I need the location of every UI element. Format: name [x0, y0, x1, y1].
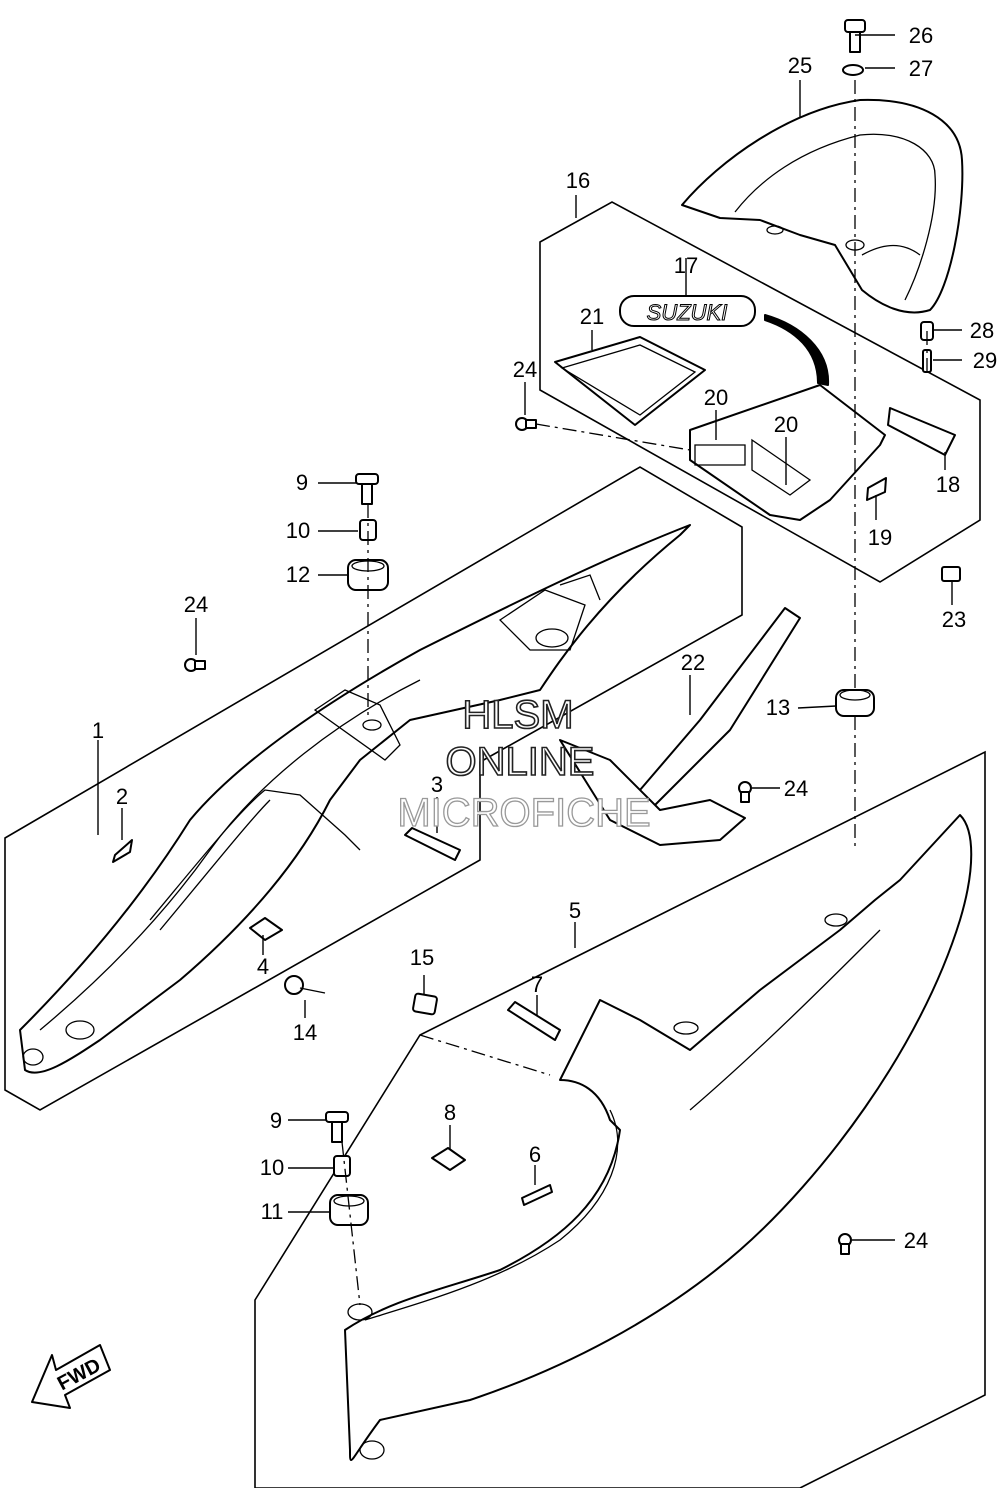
frame-cover-right[interactable]: [344, 814, 973, 1461]
assembly-line: [535, 423, 691, 451]
frame-rail: [149, 789, 361, 921]
bolt-26[interactable]: [844, 19, 866, 53]
callout-19: 19: [868, 525, 892, 550]
clip-nut-15[interactable]: [412, 992, 438, 1016]
decal-2[interactable]: [112, 839, 133, 863]
tail-upper-cover-20[interactable]: [689, 384, 886, 521]
callout-27: 27: [909, 56, 933, 81]
assembly-line: [341, 1141, 361, 1306]
svg-text:HLSM: HLSM: [462, 693, 573, 737]
callout-5: 5: [569, 898, 581, 923]
decal-4[interactable]: [249, 917, 283, 941]
clip-23[interactable]: [941, 566, 961, 582]
decal-8[interactable]: [431, 1147, 466, 1171]
group-frame-tail-cowl: [539, 201, 981, 583]
tail-panel-21[interactable]: [554, 336, 706, 426]
callout-24-lower: 24: [904, 1228, 928, 1253]
clip-24-left[interactable]: [184, 658, 206, 672]
callout-6: 6: [529, 1142, 541, 1167]
callout-10-lower: 10: [260, 1155, 284, 1180]
fwd-arrow: FWD: [31, 1344, 111, 1409]
clip-24-center[interactable]: [738, 781, 752, 803]
callout-24-center: 24: [784, 776, 808, 801]
callout-14: 14: [293, 1020, 317, 1045]
clip-24-lower[interactable]: [838, 1233, 852, 1255]
callout-22: 22: [681, 650, 705, 675]
cowl-stripe: [764, 314, 830, 386]
callout-23: 23: [942, 607, 966, 632]
frame-rail-inner: [159, 799, 271, 931]
assembly-line: [419, 1034, 551, 1076]
svg-text:SUZUKI: SUZUKI: [647, 300, 728, 325]
decal-7[interactable]: [507, 1001, 561, 1041]
decal-6[interactable]: [521, 1184, 553, 1206]
decal-3[interactable]: [404, 827, 461, 861]
callout-15: 15: [410, 945, 434, 970]
grab-bar[interactable]: [559, 607, 801, 846]
callout-1: 1: [92, 718, 104, 743]
callout-24-tail: 24: [513, 357, 537, 382]
suzuki-emblem[interactable]: SUZUKI: [619, 295, 756, 327]
callout-12: 12: [286, 562, 310, 587]
grommet-13[interactable]: [835, 689, 875, 717]
callout-9-upper: 9: [296, 470, 308, 495]
washer-27[interactable]: [842, 64, 864, 76]
pad-18[interactable]: [887, 407, 956, 456]
callout-28: 28: [970, 318, 994, 343]
frame-cover-left[interactable]: [19, 524, 691, 1074]
callout-10-upper: 10: [286, 518, 310, 543]
callout-16: 16: [566, 168, 590, 193]
collar-10-lower[interactable]: [333, 1155, 351, 1177]
callout-8: 8: [444, 1100, 456, 1125]
seat-tail-cowl[interactable]: [681, 98, 964, 314]
callout-25: 25: [788, 53, 812, 78]
bolt-9-upper[interactable]: [355, 473, 379, 505]
callout-4: 4: [257, 954, 269, 979]
callout-18: 18: [936, 472, 960, 497]
callout-3: 3: [431, 772, 443, 797]
callout-9-lower: 9: [270, 1108, 282, 1133]
screw-14[interactable]: [284, 975, 326, 995]
callout-24-left: 24: [184, 592, 208, 617]
svg-text:MICROFICHE: MICROFICHE: [397, 791, 650, 835]
callout-labels: 1 2 3 4 5 6 7 8 9 9 10 10 11 12 13 14 15…: [92, 23, 997, 1253]
bolt-9-lower[interactable]: [325, 1111, 349, 1143]
callout-20-left: 20: [704, 385, 728, 410]
callout-11: 11: [261, 1199, 284, 1224]
callout-17: 17: [674, 253, 698, 278]
clip-24-tail[interactable]: [515, 417, 537, 431]
watermark: HLSM ONLINE MICROFICHE: [397, 692, 652, 835]
callout-26: 26: [909, 23, 933, 48]
callout-13: 13: [766, 695, 790, 720]
callout-29: 29: [973, 348, 997, 373]
leader-lines: [97, 34, 962, 1241]
callout-21: 21: [580, 304, 604, 329]
decal-19[interactable]: [866, 477, 887, 501]
callout-7: 7: [531, 972, 543, 997]
callout-2: 2: [116, 784, 128, 809]
group-frame-left-cover: [4, 466, 743, 1111]
svg-text:ONLINE: ONLINE: [446, 740, 595, 784]
callout-20-right: 20: [774, 412, 798, 437]
